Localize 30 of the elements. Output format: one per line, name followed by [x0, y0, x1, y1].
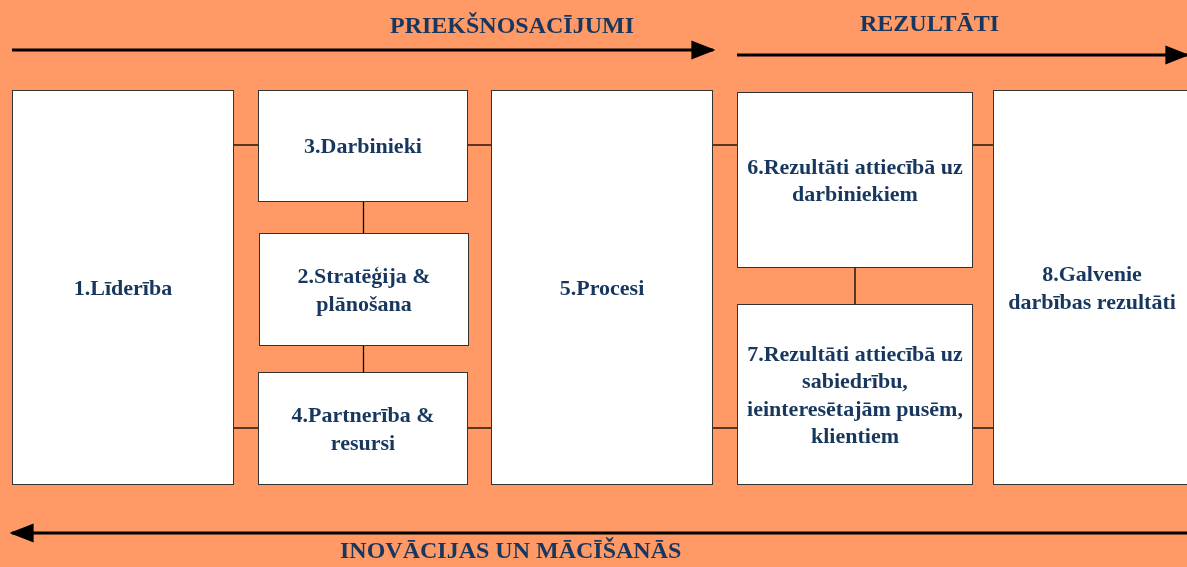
connector-line [712, 427, 738, 429]
process-box [491, 90, 713, 485]
section-heading: INOVĀCIJAS UN MĀCĪŠANĀS [340, 537, 682, 564]
connector-line [467, 144, 492, 146]
connector-line [467, 427, 492, 429]
connector-line [972, 427, 994, 429]
connector-line [233, 427, 259, 429]
process-box [258, 90, 468, 202]
process-box [12, 90, 234, 485]
section-heading: PRIEKŠNOSACĪJUMI [390, 12, 635, 39]
box-label: 5.Procesi [558, 273, 646, 302]
box-label: 7.Rezultāti attiecībā uz sabiedrību, ieinteresētajām pusēm, klientiem [746, 339, 964, 450]
box-label: 6.Rezultāti attiecībā uz darbiniekiem [746, 152, 964, 208]
process-box [737, 304, 973, 485]
connector-line [362, 345, 365, 373]
connector-line [972, 144, 994, 146]
box-label: 4.Partnerība & resursi [290, 401, 436, 456]
process-box [737, 92, 973, 268]
connector-line [854, 267, 856, 305]
connector-line [712, 144, 738, 146]
section-heading: REZULTĀTI [860, 10, 1000, 37]
box-label: 8.Galvenie darbības rezultāti [1007, 260, 1177, 315]
box-label: 3.Darbinieki [303, 132, 423, 160]
process-box [993, 90, 1187, 485]
process-box [258, 372, 468, 485]
connector-line [362, 201, 365, 234]
process-box [259, 233, 469, 346]
box-label: 2.Stratēģija & plānošana [296, 262, 432, 317]
box-label: 1.Līderība [72, 273, 174, 302]
connector-line [233, 144, 259, 146]
